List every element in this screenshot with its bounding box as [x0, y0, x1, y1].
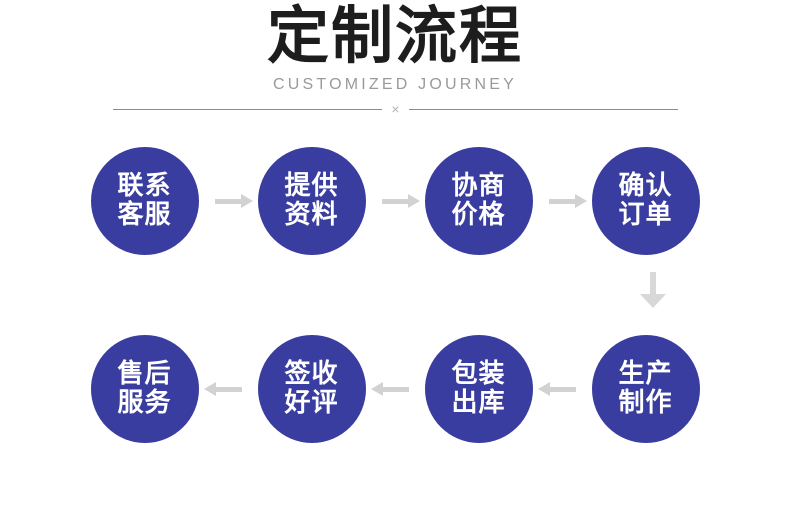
- arrow-left-icon: [533, 377, 592, 401]
- divider-line-right: [408, 108, 678, 110]
- flow-step-provide-materials[interactable]: 提供 资料: [257, 147, 366, 255]
- divider: ×: [113, 100, 678, 118]
- flow-step-confirm-order[interactable]: 确认 订单: [591, 147, 700, 255]
- flow-step-label-line1: 包装: [451, 359, 506, 389]
- divider-cross-icon: ×: [391, 101, 400, 117]
- arrow-shaft: [549, 387, 576, 392]
- flow-row-top: 联系 客服 提供 资料 协商 价格 确认 订单: [0, 146, 790, 256]
- flow-step-label-line1: 售后: [117, 359, 172, 389]
- flow-step-packaging-shipping[interactable]: 包装 出库: [424, 335, 533, 443]
- flow-step-label-line2: 价格: [451, 200, 506, 230]
- flow-step-negotiate-price[interactable]: 协商 价格: [424, 147, 533, 255]
- arrow-head: [407, 194, 420, 208]
- flow-step-label-line2: 出库: [451, 388, 506, 418]
- page-title: 定制流程: [266, 0, 523, 72]
- arrow-head: [574, 194, 587, 208]
- arrow-right-icon: [366, 189, 425, 213]
- arrow-shaft: [214, 199, 241, 204]
- arrow-shaft: [650, 272, 656, 296]
- flow-step-label-line2: 订单: [618, 200, 673, 230]
- flow-step-label-line2: 资料: [284, 200, 339, 230]
- arrow-head: [537, 382, 550, 396]
- flow-step-label-line1: 联系: [117, 171, 172, 201]
- divider-line-left: [113, 108, 383, 110]
- flow-step-production[interactable]: 生产 制作: [591, 335, 700, 443]
- flow-step-label-line1: 生产: [618, 359, 673, 389]
- arrow-head: [240, 194, 253, 208]
- flow-step-label-line2: 客服: [117, 200, 172, 230]
- arrow-shaft: [548, 199, 575, 204]
- arrow-shaft: [382, 387, 409, 392]
- arrow-head: [370, 382, 383, 396]
- flow-step-label-line1: 提供: [284, 171, 339, 201]
- arrow-left-icon: [199, 377, 258, 401]
- arrow-head: [640, 294, 666, 308]
- flow-step-label-line2: 服务: [117, 388, 172, 418]
- arrow-shaft: [215, 387, 242, 392]
- flow-step-label-line1: 协商: [451, 171, 506, 201]
- arrow-head: [203, 382, 216, 396]
- flow-row-bottom: 售后 服务 签收 好评 包装 出库 生产 制作: [0, 334, 790, 444]
- flow-step-receipt-review[interactable]: 签收 好评: [257, 335, 366, 443]
- flow-step-label-line2: 制作: [618, 388, 673, 418]
- arrow-shaft: [381, 199, 408, 204]
- flow-step-contact-service[interactable]: 联系 客服: [90, 147, 199, 255]
- flow-step-label-line2: 好评: [284, 388, 339, 418]
- header: 定制流程 CUSTOMIZED JOURNEY: [0, 0, 790, 95]
- arrow-right-icon: [533, 189, 592, 213]
- arrow-left-icon: [366, 377, 425, 401]
- page-subtitle: CUSTOMIZED JOURNEY: [273, 76, 517, 93]
- flow-step-label-line1: 签收: [284, 359, 339, 389]
- flow-step-after-sales-service[interactable]: 售后 服务: [90, 335, 199, 443]
- flow-step-label-line1: 确认: [618, 171, 673, 201]
- arrow-right-icon: [199, 189, 258, 213]
- arrow-down-icon: [640, 272, 666, 308]
